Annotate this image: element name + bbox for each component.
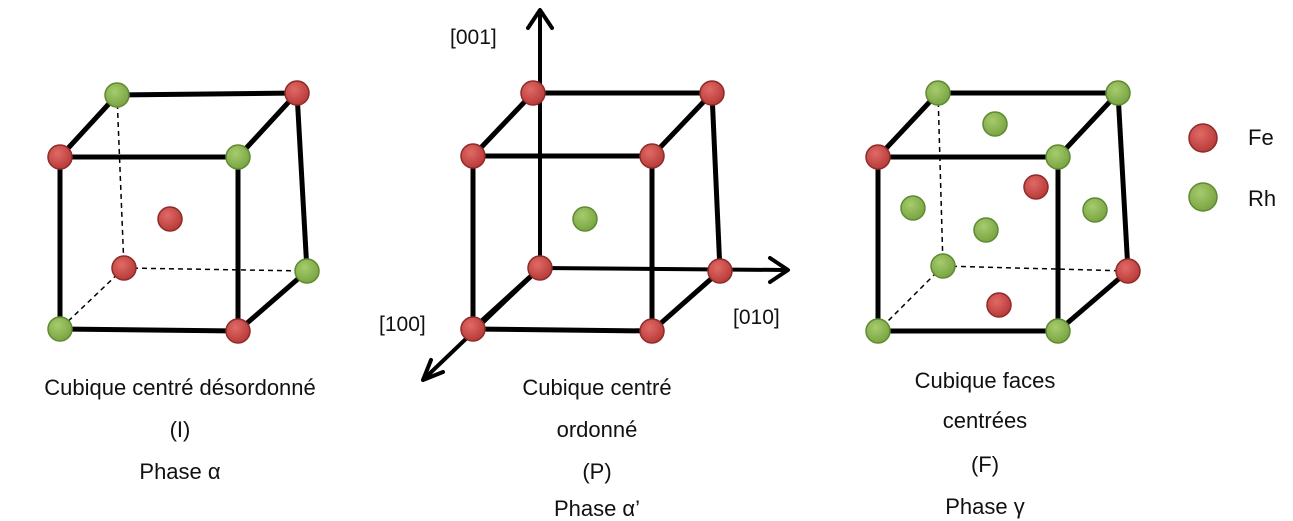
caption-line: Cubique centré désordonné — [44, 375, 316, 400]
rh-atom — [925, 80, 951, 106]
caption-line: Cubique faces — [915, 368, 1056, 393]
fe-atom — [157, 206, 183, 232]
axis-label-x: [100] — [379, 313, 426, 336]
caption-line: Cubique centré — [522, 375, 671, 400]
rh-atom — [973, 217, 999, 243]
rh-atom-icon — [1188, 182, 1218, 212]
rh-atom — [930, 253, 956, 279]
rh-atom — [47, 316, 73, 342]
fe-atom — [986, 292, 1012, 318]
rh-atom — [1082, 197, 1108, 223]
fe-atom — [460, 316, 486, 342]
fe-atom — [707, 258, 733, 284]
cell-1-caption: Cubique centré désordonné (I) Phase α — [44, 375, 316, 484]
cell-bcc-ordered: [001] [010] [100] — [379, 8, 790, 521]
caption-line: ordonné — [557, 417, 638, 442]
fe-atom — [639, 143, 665, 169]
legend: Fe Rh — [1188, 123, 1276, 212]
fe-atom — [460, 143, 486, 169]
legend-item-rh: Rh — [1188, 182, 1276, 212]
axis-label-z: [001] — [450, 26, 497, 49]
arrow-down-left-icon — [421, 358, 445, 382]
fe-atom — [284, 80, 310, 106]
fe-atom — [1023, 174, 1049, 200]
caption-line: Phase α — [139, 459, 220, 484]
cell-2-edges — [470, 90, 723, 334]
arrow-up-icon — [526, 8, 554, 30]
fe-atom — [1115, 258, 1141, 284]
cell-2-atoms — [460, 80, 733, 344]
arrow-right-icon — [768, 256, 790, 284]
legend-label: Rh — [1248, 186, 1276, 211]
legend-item-fe: Fe — [1188, 123, 1274, 153]
rh-atom — [982, 111, 1008, 137]
caption-line: (I) — [170, 417, 191, 442]
cell-3-atoms — [865, 80, 1141, 344]
cell-1-hidden-edges — [59, 94, 308, 330]
fe-atom — [520, 80, 546, 106]
fe-atom — [865, 144, 891, 170]
caption-line: Phase α’ — [554, 496, 640, 521]
cell-fcc: Cubique faces centrées (F) Phase γ — [865, 80, 1141, 519]
axis-z: [001] — [450, 8, 554, 268]
caption-line: Phase γ — [945, 494, 1025, 519]
rh-atom — [225, 144, 251, 170]
cell-bcc-disordered: Cubique centré désordonné (I) Phase α — [44, 80, 320, 484]
caption-line: (P) — [582, 459, 611, 484]
axis-x: [100] — [379, 266, 542, 382]
cell-1-atoms — [47, 80, 320, 344]
cell-3-edges — [875, 90, 1131, 334]
caption-line: (F) — [971, 452, 999, 477]
rh-atom — [1045, 318, 1071, 344]
fe-atom — [225, 318, 251, 344]
fe-atom — [111, 255, 137, 281]
axis-label-y: [010] — [733, 306, 780, 329]
cell-2-caption: Cubique centré ordonné (P) Phase α’ — [522, 375, 671, 521]
rh-atom — [900, 195, 926, 221]
cell-1-edges — [57, 90, 310, 334]
cell-3-caption: Cubique faces centrées (F) Phase γ — [915, 368, 1056, 519]
rh-atom — [104, 82, 130, 108]
legend-label: Fe — [1248, 125, 1274, 150]
rh-atom — [572, 206, 598, 232]
cell-3-hidden-edges — [877, 92, 1129, 332]
rh-atom — [1045, 144, 1071, 170]
fe-atom — [527, 255, 553, 281]
caption-line: centrées — [943, 408, 1027, 433]
fe-atom — [47, 144, 73, 170]
rh-atom — [294, 258, 320, 284]
axis-y: [010] — [539, 256, 790, 329]
fe-atom-icon — [1188, 123, 1218, 153]
rh-atom — [1105, 80, 1131, 106]
fe-atom — [699, 80, 725, 106]
rh-atom — [865, 318, 891, 344]
fe-atom — [639, 318, 665, 344]
